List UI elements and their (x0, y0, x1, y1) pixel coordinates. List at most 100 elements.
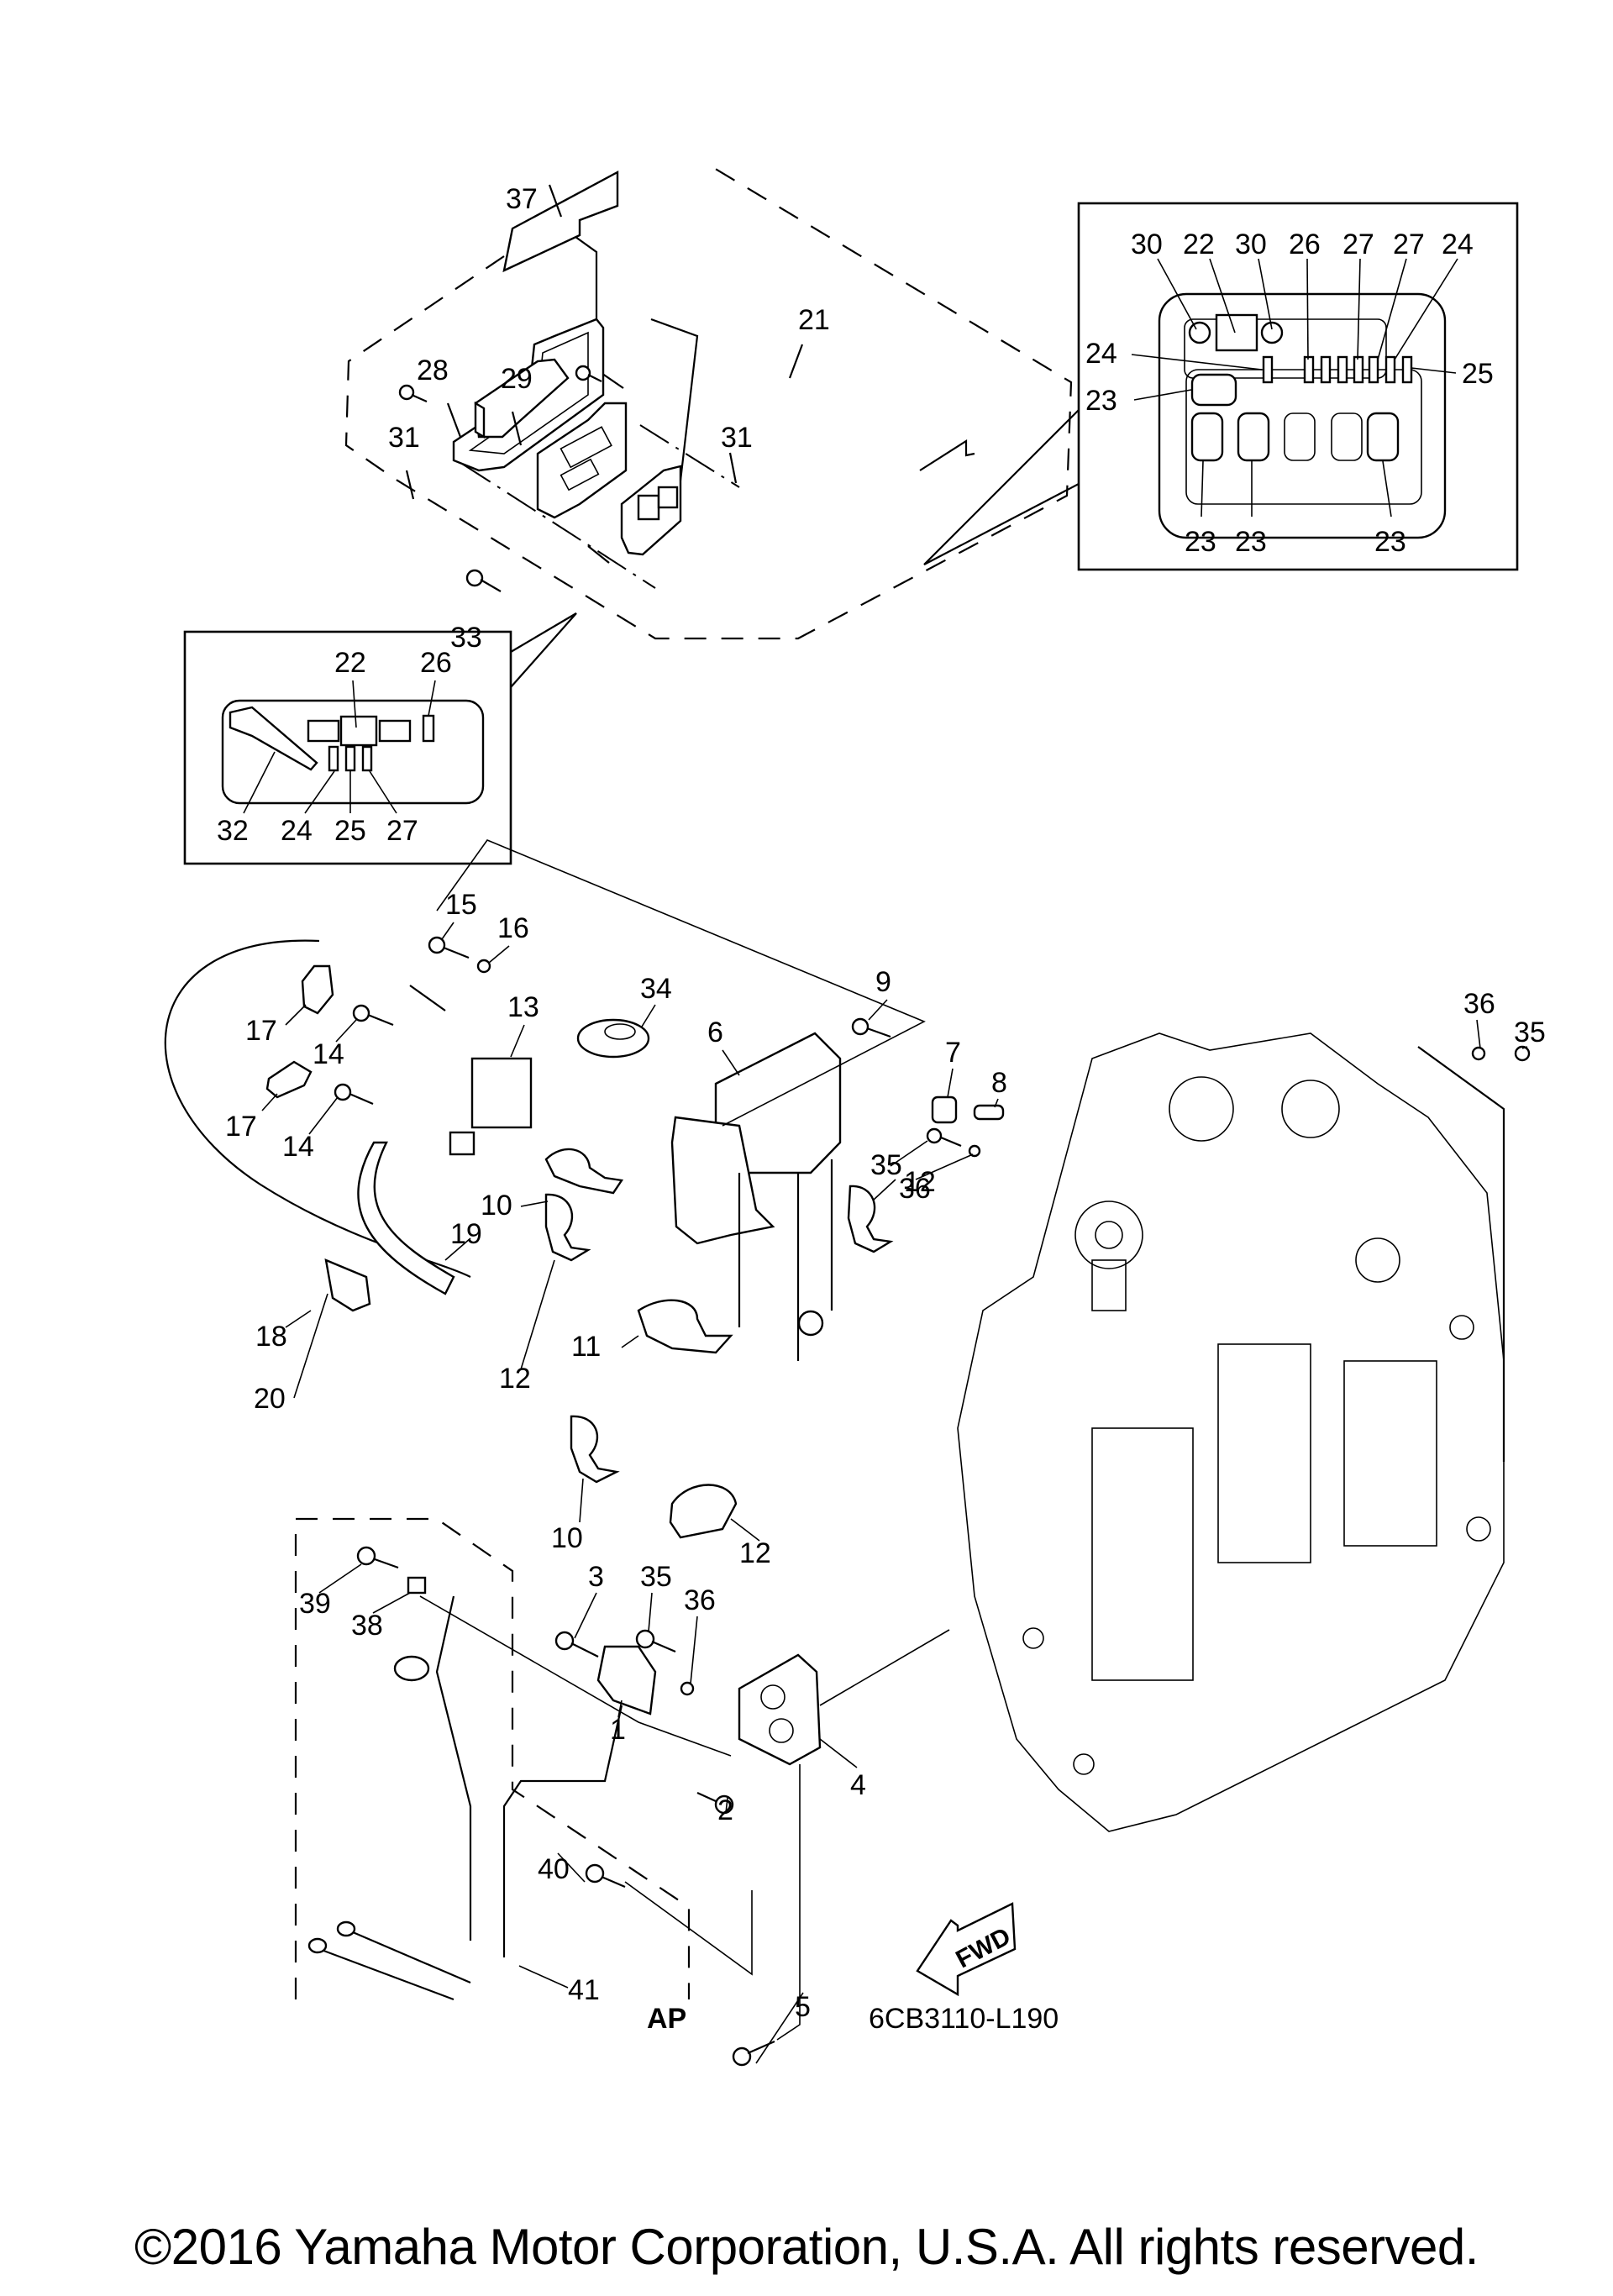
callout-17-bottom: 17 (225, 1111, 257, 1143)
callout-10-bottom: 10 (551, 1522, 583, 1554)
callout-31-right: 31 (721, 422, 753, 454)
callout-3: 3 (588, 1561, 604, 1593)
starter-relay-13 (470, 1057, 533, 1129)
callout-36-lower: 36 (684, 1584, 716, 1616)
callout-34: 34 (640, 973, 672, 1005)
bolt-39 (356, 1546, 399, 1569)
inset-callout-23-c: 23 (1374, 526, 1406, 558)
inset-callout-25: 25 (1462, 358, 1494, 390)
callout-6: 6 (707, 1017, 723, 1048)
callout-15: 15 (445, 889, 477, 921)
clamp-10-top (544, 1148, 624, 1195)
inset-left-callout-22: 22 (334, 647, 366, 679)
forward-arrow-icon: FWD (916, 1902, 1017, 1997)
assembly-to-bracket-link (436, 839, 926, 1127)
callout-8: 8 (991, 1067, 1007, 1099)
relay-23-c (1237, 412, 1270, 462)
copyright-footer: ©2016 Yamaha Motor Corporation, U.S.A. A… (134, 2219, 1479, 2275)
assembly-link-2 (639, 424, 740, 488)
inset-callout-30-right: 30 (1235, 229, 1267, 260)
callout-10-top: 10 (481, 1190, 512, 1222)
screw-30-left (1188, 321, 1211, 344)
ecu-housing (536, 402, 628, 519)
inset-right-pointer (923, 409, 1080, 565)
part-37-label (502, 170, 619, 273)
bolt-2 (696, 1791, 734, 1815)
callout-21: 21 (798, 304, 830, 336)
callout-11: 11 (571, 1331, 601, 1363)
part-33-tapping-screw (465, 569, 502, 592)
washer-16 (476, 959, 491, 974)
assembly-21-boundary (344, 167, 1073, 640)
callout-12-bottom: 12 (739, 1537, 771, 1569)
callout-13: 13 (507, 991, 539, 1023)
bolt-40 (585, 1863, 626, 1889)
cable-19 (357, 1141, 455, 1295)
callout-36-mid: 36 (899, 1173, 931, 1205)
bolt-3 (554, 1631, 599, 1658)
holder-4 (738, 1653, 822, 1766)
clamp-20 (324, 1258, 371, 1312)
fuse-puller-32 (229, 706, 318, 771)
bolt-14-bottom (334, 1083, 374, 1106)
collar-8 (973, 1104, 1005, 1121)
inset-callout-26: 26 (1289, 229, 1321, 260)
callout-4: 4 (850, 1769, 866, 1801)
clamp-12-right (847, 1185, 894, 1253)
relay-22-left (339, 715, 378, 747)
bracket-6 (670, 1032, 842, 1361)
inset-callout-27-b: 27 (1393, 229, 1425, 260)
callout-14-bottom: 14 (282, 1131, 314, 1163)
callout-1: 1 (610, 1714, 626, 1746)
lower-bracket-area (294, 1517, 950, 2067)
callout-36-right: 36 (1463, 988, 1495, 1020)
inset-left-callout-27: 27 (386, 815, 418, 847)
inset-left-callout-26: 26 (420, 647, 452, 679)
callout-35-right: 35 (1514, 1017, 1546, 1048)
callout-33: 33 (450, 622, 482, 654)
inset-left-callouts: 22 26 32 24 25 27 (217, 647, 452, 847)
washer-36-mid (968, 1144, 981, 1158)
fuse-25 (1401, 355, 1413, 384)
inset-left-callout-32: 32 (217, 815, 249, 847)
callout-12-left: 12 (499, 1363, 531, 1395)
grommet-7 (931, 1095, 958, 1124)
callout-17-top: 17 (245, 1015, 277, 1047)
callout-18: 18 (255, 1321, 287, 1353)
bolt-35-lower (635, 1629, 676, 1653)
inset-right-ecu-board (923, 202, 1519, 571)
inset-callout-23-left: 23 (1085, 385, 1117, 417)
main-callouts: 37 21 28 29 31 31 33 15 16 17 17 14 14 1… (225, 183, 1546, 2023)
callout-41: 41 (568, 1974, 600, 2006)
bolt-35-mid (926, 1127, 962, 1148)
callout-35-lower: 35 (640, 1561, 672, 1593)
fuse-26 (1303, 355, 1315, 384)
relay-23-b (1190, 412, 1224, 462)
inset-callout-24-top: 24 (1442, 229, 1474, 260)
fuse-24-left (328, 745, 339, 772)
engine-block (957, 1032, 1505, 1832)
relay-23-d (1366, 412, 1400, 462)
ecu-board-outline (1158, 292, 1447, 539)
callout-40: 40 (538, 1853, 570, 1885)
callout-5: 5 (795, 1991, 811, 2023)
callout-12-right: 12 (904, 1166, 936, 1198)
fuse-24-b (1384, 355, 1396, 384)
callout-28: 28 (417, 355, 449, 386)
inset-callout-23-a: 23 (1185, 526, 1216, 558)
battery-cable-41 (435, 1595, 623, 1957)
callout-9: 9 (875, 966, 891, 998)
callout-7: 7 (945, 1037, 961, 1069)
relay-23-a (1190, 373, 1237, 407)
callout-20: 20 (254, 1383, 286, 1415)
top-leaders (405, 184, 804, 564)
plate-38 (407, 1576, 427, 1595)
harness-and-bracket (164, 839, 1005, 1539)
relay-22 (1215, 313, 1258, 352)
fuse-27-left (361, 745, 373, 772)
callout-16: 16 (497, 912, 529, 944)
inset-callout-27-a: 27 (1342, 229, 1374, 260)
fuse-25-left (344, 745, 356, 772)
inset-callout-24-left: 24 (1085, 338, 1117, 370)
